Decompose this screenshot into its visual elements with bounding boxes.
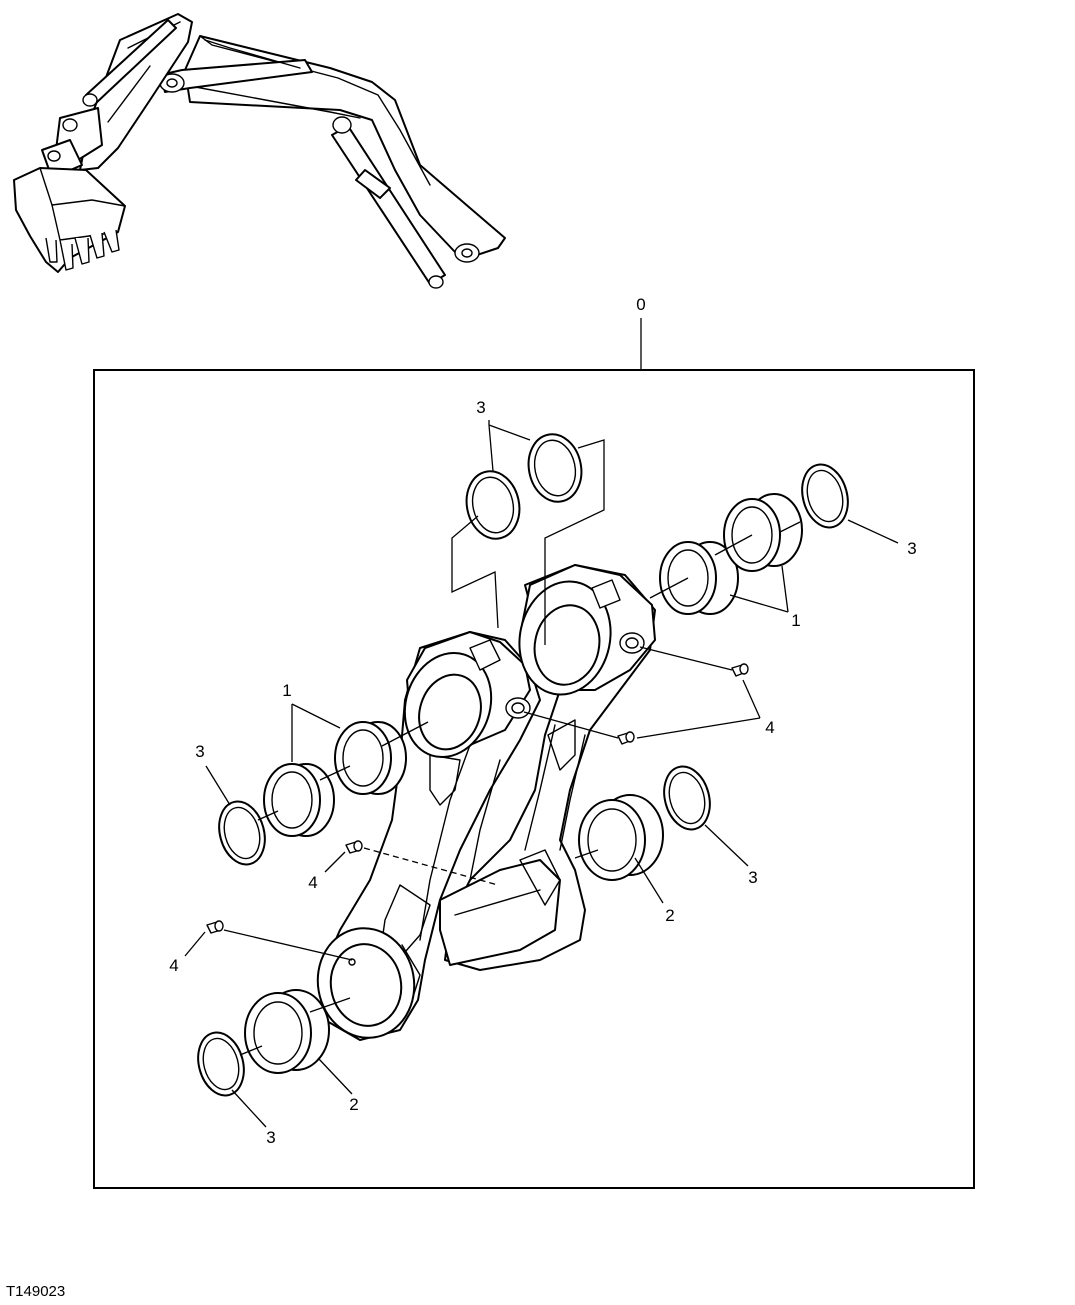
grease-fitting-right-upper	[731, 663, 749, 677]
callout-labels: 3 3 1 1 4 3 3 4 2 4 2 3	[169, 398, 916, 1147]
bushing-upper-left-inner	[263, 763, 335, 837]
seal-left-lower	[197, 1031, 245, 1097]
detail-frame	[93, 369, 975, 1189]
figure-id: T149023	[6, 1283, 65, 1300]
grease-fitting-right-lower	[617, 731, 635, 745]
seal-top-right	[527, 433, 583, 503]
excavator-arm-overview	[13, 13, 506, 289]
upper-right-boss	[518, 564, 656, 696]
bushing-lower-left	[244, 989, 330, 1074]
bushing-upper-left-outer	[334, 721, 407, 795]
assembly-callout: 0	[636, 295, 646, 370]
callout-grease-right: 4	[765, 718, 774, 737]
callout-bushing-left: 1	[282, 681, 291, 700]
bushing-lower-right	[578, 794, 664, 881]
grease-fitting-left-upper	[345, 840, 363, 854]
bushing-upper-right-outer	[723, 493, 803, 572]
callout-grease-left-lower: 4	[169, 956, 178, 975]
callout-bushing-lower-left: 2	[349, 1095, 358, 1114]
callout-seal-right-lower: 3	[748, 868, 757, 887]
callout-seal-left-lower: 3	[266, 1128, 275, 1147]
callout-grease-left-upper: 4	[308, 873, 317, 892]
seal-left-upper	[218, 800, 266, 866]
callout-seal-top: 3	[476, 398, 485, 417]
callout-0: 0	[636, 295, 645, 314]
callout-bushing-lower-right: 2	[665, 906, 674, 925]
seal-right-upper	[801, 463, 849, 529]
lower-boss	[316, 927, 416, 1039]
grease-fitting-left-lower	[206, 920, 224, 934]
seal-right-lower	[663, 765, 711, 831]
leader-lines	[184, 420, 899, 1128]
upper-left-boss	[403, 631, 531, 759]
callout-seal-right-upper: 3	[907, 539, 916, 558]
callout-seal-left-upper: 3	[195, 742, 204, 761]
seal-top-left	[465, 470, 521, 540]
callout-bushing-right: 1	[791, 611, 800, 630]
bushing-upper-right-inner	[659, 541, 739, 615]
